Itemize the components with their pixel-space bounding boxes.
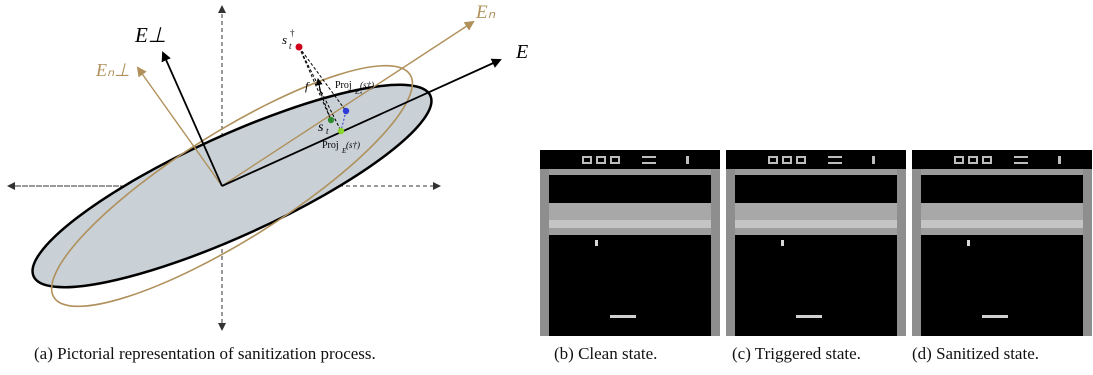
- e-arrow: [221, 58, 502, 187]
- blue-link: [340, 110, 347, 132]
- label-s-dagger-sup: †: [290, 28, 295, 38]
- ball: [595, 240, 598, 246]
- proj-line-st: [298, 46, 332, 121]
- e-perp-arrow: [161, 51, 223, 187]
- score-display: [734, 154, 898, 167]
- caption-d: (d) Sanitized state.: [912, 344, 1039, 363]
- point-proj-e: [337, 127, 345, 135]
- f-arrow: [315, 78, 323, 95]
- paddle: [610, 315, 636, 318]
- label-s-dagger: s: [282, 32, 287, 47]
- game-frame-clean: [540, 150, 720, 336]
- score-display: [548, 154, 712, 167]
- label-s-t-sub: t: [326, 126, 329, 136]
- label-e-perp: E⊥: [134, 23, 166, 47]
- en-perp-arrow: [136, 66, 223, 187]
- label-en-perp: Eₙ⊥: [95, 60, 130, 80]
- label-s-dagger-sub: t: [289, 41, 292, 51]
- label-proj-en: Proj: [335, 80, 352, 91]
- proj-line-en: [298, 46, 347, 112]
- game-frame-sanitized: [912, 150, 1092, 336]
- game-frame-triggered: [726, 150, 906, 336]
- ball: [967, 240, 970, 246]
- paddle: [796, 315, 822, 318]
- ellipse-en: [50, 64, 414, 308]
- caption-c: (c) Triggered state.: [732, 344, 861, 363]
- label-f: f: [305, 79, 310, 93]
- caption-b: (b) Clean state.: [554, 344, 658, 363]
- label-e: E: [515, 41, 528, 63]
- point-proj-en: [342, 107, 350, 115]
- label-proj-e-sub: E: [341, 147, 347, 155]
- label-proj-e: Proj: [322, 140, 339, 151]
- label-proj-en-sub: Eₙ: [354, 88, 362, 96]
- caption-a: (a) Pictorial representation of sanitiza…: [34, 344, 376, 363]
- point-s-dagger: [295, 43, 303, 51]
- ball: [781, 240, 784, 246]
- f-dashed-line: [318, 87, 332, 121]
- label-en: Eₙ: [475, 2, 496, 23]
- paddle: [982, 315, 1008, 318]
- score-display: [920, 154, 1084, 167]
- sanitization-diagram: E⊥ Eₙ Eₙ⊥ E s † t s t f Proj Eₙ (s†) Pro…: [7, 2, 528, 331]
- en-arrow: [221, 20, 475, 187]
- label-s-t: s: [318, 120, 324, 135]
- label-proj-e-arg: (s†): [346, 140, 360, 150]
- point-s-t: [327, 116, 335, 124]
- label-proj-en-arg: (s†): [360, 80, 374, 90]
